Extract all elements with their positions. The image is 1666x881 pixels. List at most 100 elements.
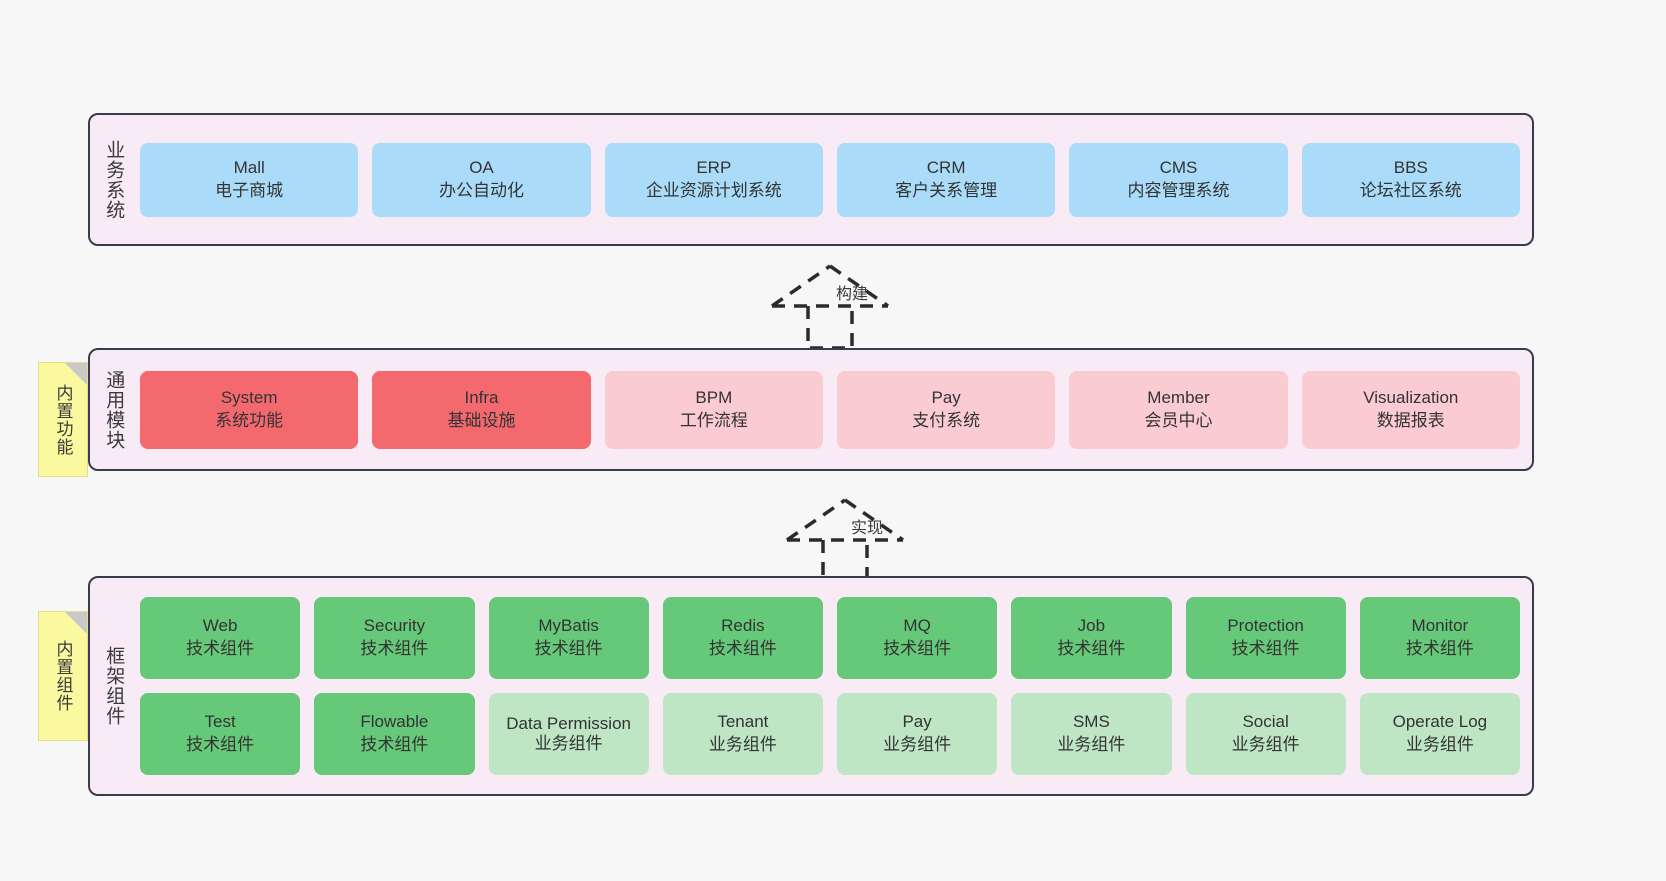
card-subtitle: 技术组件 [360,735,429,754]
card-subtitle: 会员中心 [1144,410,1213,430]
layer-business-systems: 业务系统 Mall 电子商城 OA 办公自动化 ERP 企业资源计划系统 CRM… [88,113,1534,246]
card-visualization[interactable]: Visualization 数据报表 [1301,370,1520,449]
card-subtitle: 业务组件 [708,735,777,754]
card-row: Test 技术组件 Flowable 技术组件 Data Permission … [140,693,1520,775]
card-title: Monitor [1411,616,1469,636]
card-job[interactable]: Job 技术组件 [1011,597,1172,679]
card-subtitle: 技术组件 [708,639,777,658]
card-subtitle: 技术组件 [1231,639,1300,658]
card-cms[interactable]: CMS 内容管理系统 [1069,142,1288,217]
layer-body-common-modules: System 系统功能 Infra 基础设施 BPM 工作流程 Pay 支付系统… [136,350,1532,469]
card-subtitle: 系统功能 [215,410,284,430]
layer-framework-components: 框架组件 Web 技术组件 Security 技术组件 MyBatis 技术组件… [88,576,1534,796]
card-social[interactable]: Social 业务组件 [1185,693,1346,775]
card-infra[interactable]: Infra 基础设施 [372,370,591,449]
card-subtitle: 客户关系管理 [895,180,998,200]
card-title: System [220,387,278,407]
card-redis[interactable]: Redis 技术组件 [662,597,823,679]
note-label: 内置功能 [53,383,73,456]
card-system[interactable]: System 系统功能 [140,370,359,449]
card-subtitle: 工作流程 [679,410,748,430]
card-title: CMS [1159,157,1198,177]
card-title: Member [1147,387,1210,407]
card-member[interactable]: Member 会员中心 [1069,370,1288,449]
layer-title-business-systems: 业务系统 [103,139,125,220]
card-title: Operate Log [1392,712,1488,732]
card-subtitle: 内容管理系统 [1127,180,1230,200]
card-title: Infra [464,387,499,407]
card-pay-module[interactable]: Pay 支付系统 [836,370,1056,449]
card-title: Web [202,616,238,636]
layer-body-business-systems: Mall 电子商城 OA 办公自动化 ERP 企业资源计划系统 CRM 客户关系… [136,115,1532,244]
card-title: Tenant [717,712,769,732]
card-title: Social [1242,712,1289,732]
card-title: BBS [1393,157,1428,177]
note-fold-corner [65,612,87,634]
card-subtitle: 技术组件 [186,639,255,658]
card-subtitle: 支付系统 [912,410,981,430]
card-subtitle: 业务组件 [1405,735,1474,754]
card-title: Pay [902,712,932,732]
note-builtin-features: 内置功能 [38,362,88,477]
card-pay-component[interactable]: Pay 业务组件 [837,693,998,775]
card-mall[interactable]: Mall 电子商城 [140,142,359,217]
layer-title-common-modules: 通用模块 [103,369,125,450]
card-mybatis[interactable]: MyBatis 技术组件 [488,597,649,679]
card-row: System 系统功能 Infra 基础设施 BPM 工作流程 Pay 支付系统… [140,370,1520,449]
card-oa[interactable]: OA 办公自动化 [372,142,591,217]
card-row: Web 技术组件 Security 技术组件 MyBatis 技术组件 Redi… [140,597,1520,679]
card-title: CRM [926,157,966,177]
card-monitor[interactable]: Monitor 技术组件 [1359,597,1520,679]
card-title: Flowable [360,712,429,732]
card-subtitle: 基础设施 [447,410,516,430]
card-subtitle: 企业资源计划系统 [645,180,782,200]
card-security[interactable]: Security 技术组件 [314,597,475,679]
card-subtitle: 技术组件 [186,735,255,754]
card-title: Redis [721,616,765,636]
card-erp[interactable]: ERP 企业资源计划系统 [604,142,823,217]
card-title: Job [1077,616,1106,636]
card-bpm[interactable]: BPM 工作流程 [604,370,823,449]
card-crm[interactable]: CRM 客户关系管理 [836,142,1056,217]
note-builtin-components: 内置组件 [38,611,88,741]
card-subtitle: 业务组件 [534,734,603,753]
card-subtitle: 技术组件 [360,639,429,658]
layer-common-modules: 通用模块 System 系统功能 Infra 基础设施 BPM 工作流程 Pay… [88,348,1534,471]
card-subtitle: 业务组件 [1057,735,1126,754]
card-data-permission[interactable]: Data Permission 业务组件 [488,693,649,775]
card-subtitle: 技术组件 [534,639,603,658]
card-subtitle: 论坛社区系统 [1359,180,1462,200]
card-mq[interactable]: MQ 技术组件 [837,597,998,679]
card-subtitle: 技术组件 [883,639,952,658]
card-subtitle: 办公自动化 [438,180,524,200]
card-title: Protection [1227,616,1304,636]
card-title: ERP [696,157,732,177]
card-test[interactable]: Test 技术组件 [140,693,301,775]
card-title: Test [204,712,236,732]
card-title: OA [469,157,494,177]
connector-build: 构建 [760,258,920,350]
connector-build-label: 构建 [836,286,869,303]
card-tenant[interactable]: Tenant 业务组件 [662,693,823,775]
card-flowable[interactable]: Flowable 技术组件 [314,693,475,775]
card-subtitle: 技术组件 [1405,639,1474,658]
card-subtitle: 技术组件 [1057,639,1126,658]
card-web[interactable]: Web 技术组件 [140,597,301,679]
card-title: Security [363,616,426,636]
card-subtitle: 电子商城 [215,180,284,200]
connector-implement: 实现 [775,492,935,584]
card-bbs[interactable]: BBS 论坛社区系统 [1301,142,1520,217]
card-sms[interactable]: SMS 业务组件 [1011,693,1172,775]
card-title: MyBatis [538,616,599,636]
card-protection[interactable]: Protection 技术组件 [1185,597,1346,679]
connector-implement-label: 实现 [851,520,884,537]
card-operate-log[interactable]: Operate Log 业务组件 [1359,693,1520,775]
note-label: 内置组件 [53,640,73,712]
card-title: Data Permission [506,713,631,733]
card-title: SMS [1072,712,1110,732]
card-title: Pay [931,387,961,407]
card-title: BPM [695,387,733,407]
card-subtitle: 数据报表 [1376,410,1445,430]
card-subtitle: 业务组件 [883,735,952,754]
